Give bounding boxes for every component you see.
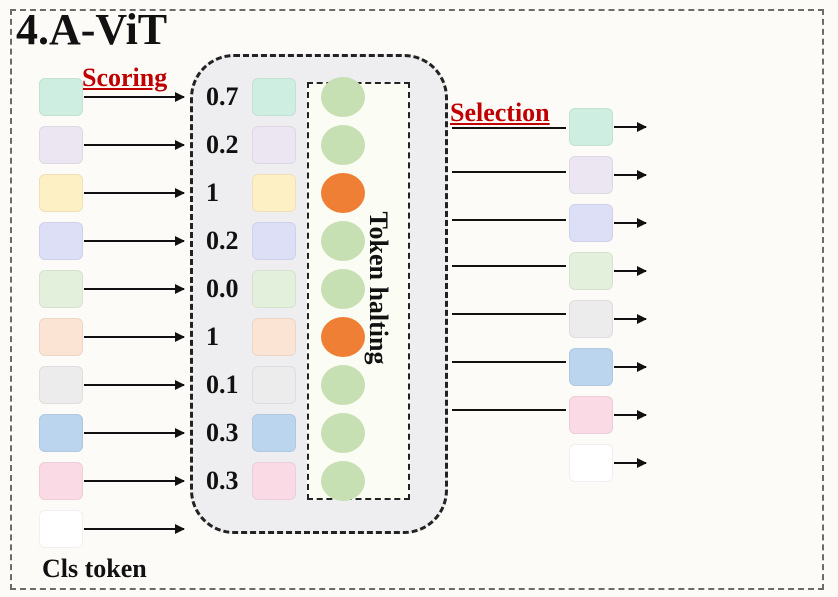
cls-token-label: Cls token <box>42 554 147 583</box>
input-token <box>39 366 83 404</box>
input-token <box>39 174 83 212</box>
token-score: 0.0 <box>206 274 239 303</box>
token-score: 0.3 <box>206 466 239 495</box>
kept-token-dot <box>321 77 365 117</box>
kept-token-dot <box>321 413 365 453</box>
kept-token-dot <box>321 125 365 165</box>
kept-token-dot <box>321 365 365 405</box>
kept-token-dot <box>321 221 365 261</box>
halted-token-dot <box>321 173 365 213</box>
scored-token <box>252 174 296 212</box>
kept-token-dot <box>321 461 365 501</box>
input-token <box>39 318 83 356</box>
scored-token <box>252 222 296 260</box>
output-token <box>569 108 613 146</box>
outer-frame <box>10 9 824 590</box>
input-token <box>39 414 83 452</box>
input-token <box>39 510 83 548</box>
input-token <box>39 270 83 308</box>
output-token <box>569 444 613 482</box>
input-token <box>39 126 83 164</box>
token-score: 1 <box>206 322 219 351</box>
halted-token-dot <box>321 317 365 357</box>
input-token <box>39 78 83 116</box>
kept-token-dot <box>321 269 365 309</box>
output-token <box>569 204 613 242</box>
output-token <box>569 156 613 194</box>
output-token <box>569 300 613 338</box>
token-score: 0.2 <box>206 226 239 255</box>
scored-token <box>252 78 296 116</box>
token-score: 0.2 <box>206 130 239 159</box>
scored-token <box>252 366 296 404</box>
scored-token <box>252 126 296 164</box>
selection-label: Selection <box>450 98 550 127</box>
scored-token <box>252 318 296 356</box>
diagram-title: 4.A-ViT <box>16 5 168 54</box>
scored-token <box>252 270 296 308</box>
output-token <box>569 396 613 434</box>
scoring-label: Scoring <box>82 63 168 92</box>
token-score: 0.7 <box>206 82 239 111</box>
token-score: 0.3 <box>206 418 239 447</box>
output-token <box>569 348 613 386</box>
input-token <box>39 222 83 260</box>
token-score: 1 <box>206 178 219 207</box>
output-token <box>569 252 613 290</box>
input-token <box>39 462 83 500</box>
token-score: 0.1 <box>206 370 239 399</box>
scored-token <box>252 414 296 452</box>
scored-token <box>252 462 296 500</box>
